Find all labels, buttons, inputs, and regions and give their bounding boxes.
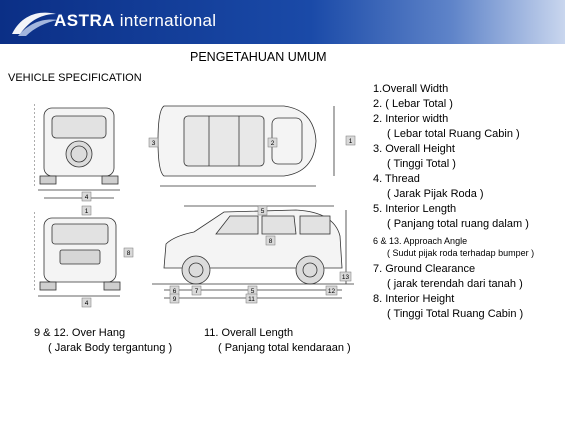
legend-interior-width: 2. Interior width [373,113,449,125]
legend-interior-height: 8. Interior Height [373,293,455,305]
side-view-drawing [152,205,354,299]
header-banner: ASTRA international [0,0,565,44]
section-label: VEHICLE SPECIFICATION [8,72,142,84]
svg-text:5: 5 [251,288,255,295]
callout-11-length: 11 [245,293,258,304]
legend-overall-height-sub: ( Tinggi Total ) [387,158,456,170]
callout-7-side: 7 [191,285,202,296]
callout-5-length: 5 [247,285,258,296]
svg-text:3: 3 [152,140,156,147]
brand-light: international [119,11,217,30]
callout-1-top: 1 [345,135,356,146]
overall-length-note: 11. Overall Length ( Panjang total kenda… [204,326,351,356]
svg-text:8: 8 [127,250,131,257]
svg-text:1: 1 [85,208,89,215]
callout-8-side: 8 [265,235,276,246]
svg-text:1: 1 [349,138,353,145]
vehicle-dimension-diagram: 3 4 1 2 1 8 4 5 8 13 6 7 9 5 11 12 [34,104,356,308]
callout-9-side: 9 [169,293,180,304]
legend-thread-sub: ( Jarak Pijak Roda ) [387,188,484,200]
callout-2-top: 2 [267,137,278,148]
callout-8-front: 8 [123,247,134,258]
legend-interior-length: 5. Interior Length [373,203,457,215]
callout-5-side: 5 [257,205,268,216]
legend-overall-width: 1.Overall Width [373,83,449,95]
svg-text:4: 4 [85,194,89,201]
legend-interior-height-sub: ( Tinggi Total Ruang Cabin ) [387,308,524,320]
svg-text:9: 9 [173,296,177,303]
legend-ground-clearance: 7. Ground Clearance [373,263,476,275]
svg-text:6: 6 [173,288,177,295]
svg-text:8: 8 [269,238,273,245]
callout-1-rear: 1 [81,205,92,216]
astra-swoosh-icon [12,12,58,36]
brand-bold: ASTRA [54,11,116,30]
legend-ground-clearance-sub: ( jarak terendah dari tanah ) [387,278,523,290]
legend-approach-angle-sub: ( Sudut pijak roda terhadap bumper ) [387,248,535,258]
spec-legend: 1.Overall Width 2. ( Lebar Total ) 2. In… [373,82,563,322]
overhang-title: 9 & 12. Over Hang [34,327,126,339]
callout-4-front: 4 [81,297,92,308]
svg-text:4: 4 [85,300,89,307]
rear-view-drawing [34,104,120,199]
callout-13-side: 13 [339,271,352,282]
callout-3-rear: 3 [148,137,159,148]
callout-12-side: 12 [325,285,338,296]
svg-text:5: 5 [261,208,265,215]
callout-4-rear: 4 [81,191,92,202]
legend-overall-height: 3. Overall Height [373,143,455,155]
callout-6-side: 6 [169,285,180,296]
legend-lebar-total: 2. ( Lebar Total ) [373,98,453,110]
overall-length-title: 11. Overall Length [204,327,294,339]
brand-logo: ASTRA international [54,11,216,31]
legend-approach-angle: 6 & 13. Approach Angle [373,236,468,246]
svg-text:11: 11 [248,296,255,303]
overhang-note: 9 & 12. Over Hang ( Jarak Body tergantun… [34,326,172,356]
svg-text:2: 2 [271,140,275,147]
legend-interior-length-sub: ( Panjang total ruang dalam ) [387,218,529,230]
overall-length-sub: ( Panjang total kendaraan ) [218,342,351,354]
overhang-sub: ( Jarak Body tergantung ) [48,342,173,354]
legend-thread: 4. Thread [373,173,420,185]
legend-interior-width-sub: ( Lebar total Ruang Cabin ) [387,128,520,140]
svg-text:13: 13 [342,274,350,281]
front-view-drawing [34,212,121,297]
svg-text:7: 7 [195,288,199,295]
top-view-drawing [157,105,335,187]
svg-text:12: 12 [328,288,336,295]
page-title: PENGETAHUAN UMUM [190,50,327,64]
